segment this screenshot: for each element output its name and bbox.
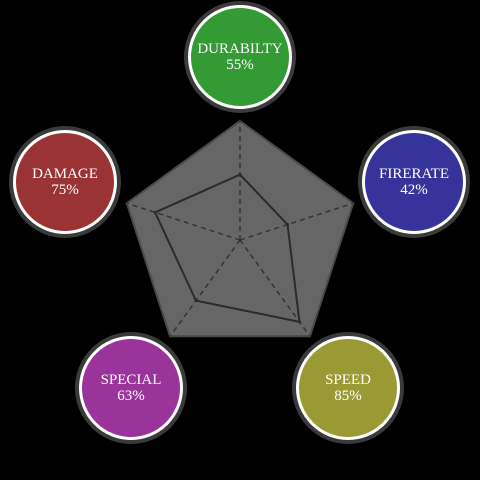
stat-value-durability: 55% (226, 57, 254, 73)
stat-badge-speed: SPEED 85% (296, 336, 400, 440)
stat-name-firerate: FIRERATE (378, 166, 449, 182)
stat-badge-firerate: FIRERATE 42% (362, 130, 466, 234)
radar-point-speed (297, 320, 301, 324)
radar-point-firerate (286, 223, 290, 227)
stat-badge-special: SPECIAL 63% (79, 336, 183, 440)
radar-axis-damage (126, 202, 241, 241)
radar-axis-special (169, 239, 241, 337)
stat-value-damage: 75% (51, 182, 79, 198)
stat-value-speed: 85% (334, 388, 362, 404)
stat-name-special: SPECIAL (100, 372, 162, 388)
radar-point-durabilty (238, 173, 242, 177)
stat-name-speed: SPEED (325, 372, 371, 388)
stat-badge-damage: DAMAGE 75% (13, 130, 117, 234)
stat-value-special: 63% (117, 388, 145, 404)
radar-point-damage (153, 210, 157, 214)
radar-point-special (194, 299, 198, 303)
stat-value-firerate: 42% (400, 182, 428, 198)
stat-name-damage: DAMAGE (32, 166, 98, 182)
stat-name-durability: DURABILTY (197, 41, 283, 57)
radar-data-polygon (153, 173, 301, 324)
radar-axis-firerate (239, 202, 354, 241)
stat-badge-durability: DURABILTY 55% (188, 5, 292, 109)
